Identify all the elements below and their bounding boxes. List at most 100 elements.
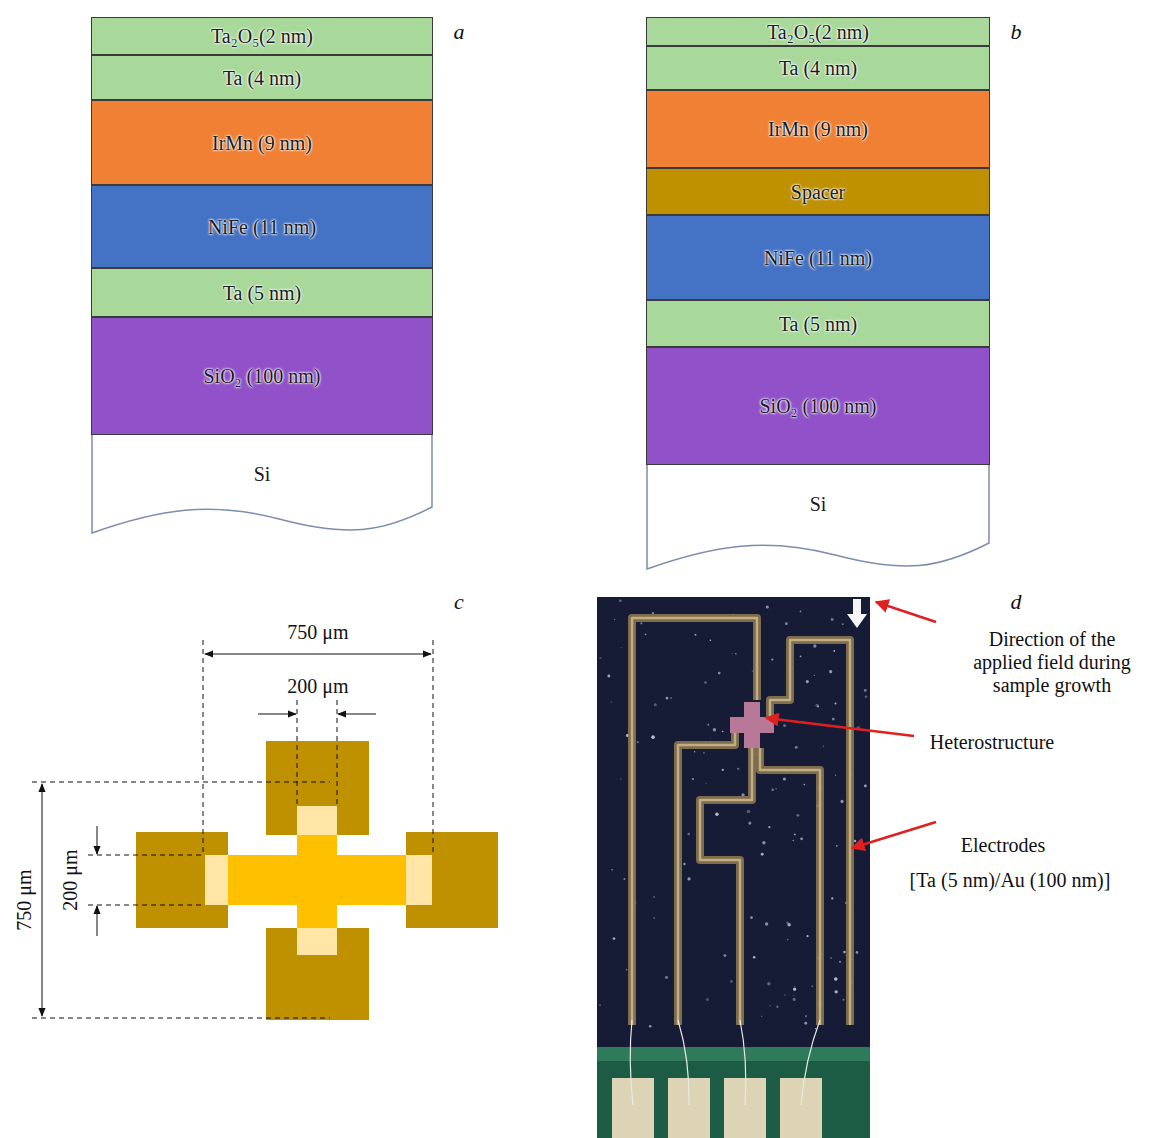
photo-speck (776, 788, 777, 789)
film-layer: IrMn (9 nm) (646, 90, 990, 168)
layer-label: Spacer (791, 181, 845, 203)
photo-speck (652, 612, 654, 614)
photo-speck (707, 724, 709, 726)
photo-speck (765, 922, 768, 925)
photo-speck (710, 639, 712, 641)
photo-speck (800, 837, 803, 840)
layer-label: Ta (4 nm) (223, 67, 302, 89)
photo-speck (800, 611, 802, 613)
dimension-label: 200 μm (287, 675, 348, 698)
photo-speck (770, 1005, 771, 1006)
photo-speck (843, 999, 845, 1001)
dimension-lines (32, 640, 433, 1018)
photo-speck (854, 840, 857, 843)
photo-speck (703, 752, 705, 754)
film-layer: Ta₂O₅(2 nm) (91, 17, 433, 55)
photo-speck (619, 599, 622, 602)
photo-speck (694, 751, 696, 753)
photo-speck (640, 622, 642, 624)
dimension-label: 750 μm (287, 621, 348, 644)
photo-speck (792, 840, 794, 842)
photo-speck (793, 988, 796, 991)
layer-label: Ta (5 nm) (223, 282, 302, 304)
photo-speck (813, 644, 816, 647)
photo-speck (835, 990, 838, 993)
photo-speck (723, 954, 726, 957)
photo-speck (623, 878, 625, 880)
film-layer: IrMn (9 nm) (91, 100, 433, 185)
photo-speck (785, 622, 788, 625)
panel-letter: a (454, 19, 465, 44)
photo-speck (722, 731, 724, 733)
photo-speck (803, 784, 805, 786)
photo-speck (807, 935, 809, 937)
photo-speck (750, 916, 753, 919)
photo-speck (665, 976, 668, 979)
layer-label: IrMn (9 nm) (212, 132, 312, 154)
photo-speck (795, 746, 798, 749)
photo-speck (607, 675, 610, 678)
photo-speck (771, 789, 773, 791)
photo-speck (611, 701, 613, 703)
film-layer: Ta (5 nm) (646, 300, 990, 347)
substrate-outline (646, 465, 990, 577)
film-layer: NiFe (11 nm) (646, 215, 990, 300)
photo-speck (834, 977, 838, 981)
photo-speck (670, 697, 672, 699)
photo-speck (814, 675, 815, 676)
photo-speck (836, 845, 838, 847)
photo-speck (830, 957, 832, 959)
layer-label: Ta₂O₅(2 nm) (211, 25, 313, 47)
substrate-outline (91, 435, 433, 541)
layer-label: SiO₂ (100 nm) (760, 395, 877, 417)
photo-speck (735, 653, 737, 655)
photo-speck (835, 774, 837, 776)
panel-letter: d (1011, 589, 1022, 614)
photo-speck (731, 653, 732, 654)
cross-pattern (136, 741, 498, 1020)
substrate-edge (647, 465, 989, 569)
photo-speck (599, 1004, 601, 1006)
photo-speck (762, 841, 765, 844)
dimension-label: 750 μm (13, 869, 36, 930)
photo-speck (864, 785, 867, 788)
photo-speck (805, 1015, 807, 1017)
layer-label: Si (254, 463, 271, 485)
photo-speck (839, 961, 841, 963)
annotation-label: [Ta (5 nm)/Au (100 nm)] (910, 869, 1111, 892)
layer-label: Ta₂O₅(2 nm) (767, 21, 869, 43)
film-layer: Ta₂O₅(2 nm) (646, 17, 990, 46)
photo-speck (683, 863, 685, 865)
photo-speck (611, 869, 613, 871)
dimension-label: 200 μm (59, 849, 82, 910)
photo-speck (793, 998, 796, 1001)
photo-speck (645, 634, 647, 636)
film-layer: SiO₂ (100 nm) (646, 347, 990, 465)
layer-label: Ta (5 nm) (779, 313, 858, 335)
photo-speck (864, 689, 867, 692)
layer-label: NiFe (11 nm) (208, 216, 316, 238)
photo-speck (704, 681, 707, 684)
photo-speck (621, 647, 622, 648)
annotation-label: Electrodes (961, 834, 1045, 857)
photo-speck (706, 998, 709, 1001)
photo-speck (747, 810, 751, 814)
photo-speck (776, 1006, 778, 1008)
photo-speck (722, 769, 724, 771)
photo-speck (771, 658, 773, 660)
photo-speck (653, 917, 655, 919)
photo-speck (761, 1015, 762, 1016)
photo-speck (715, 813, 718, 816)
photo-speck (796, 814, 799, 817)
photo-speck (687, 833, 690, 836)
panel-letter: b (1011, 19, 1022, 44)
photo-speck (829, 670, 832, 673)
layer-label: Ta (4 nm) (779, 57, 858, 79)
photo-speck (840, 800, 843, 803)
photo-speck (787, 939, 789, 941)
photo-speck (794, 833, 796, 835)
photo-speck (794, 986, 795, 987)
photo-speck (835, 702, 837, 704)
photo-speck (620, 778, 621, 779)
photo-speck (713, 728, 716, 731)
